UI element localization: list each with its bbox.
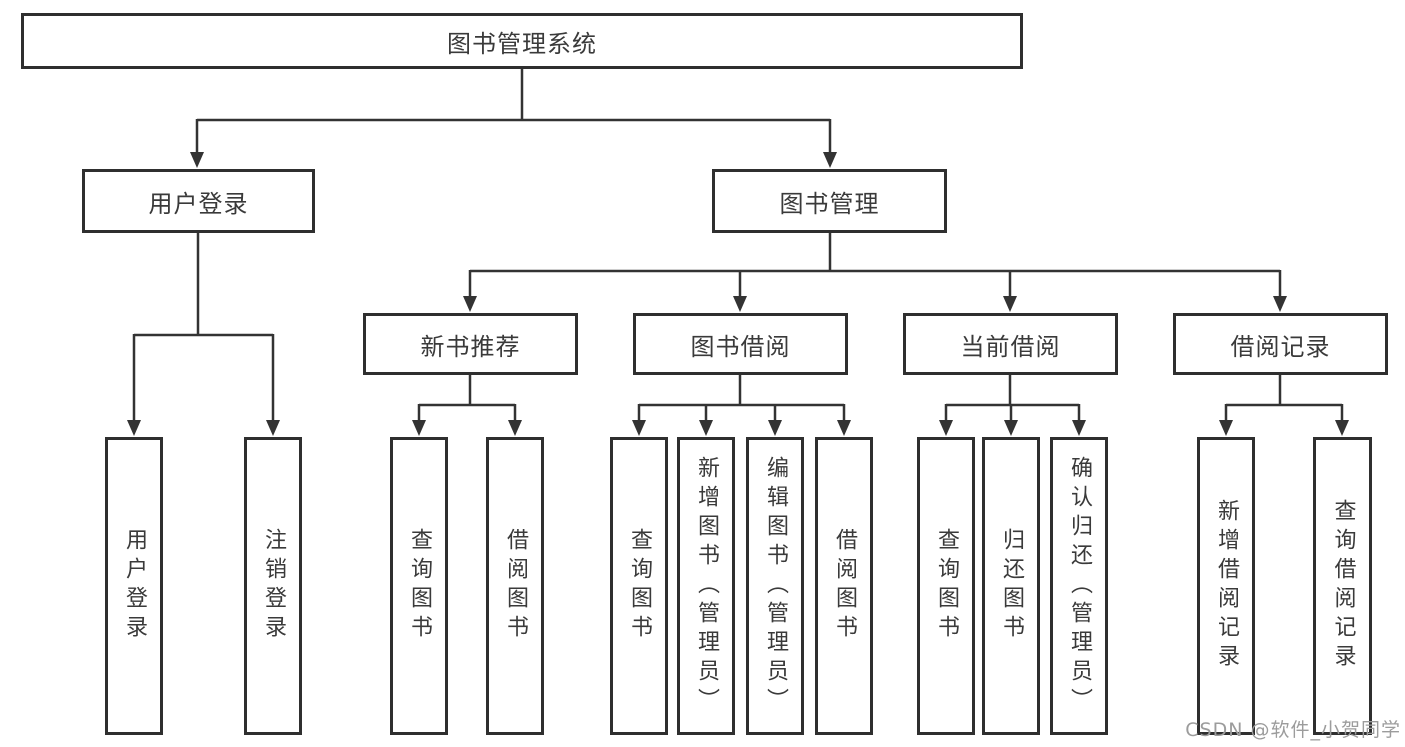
leaf-edit-books-admin: 编辑图书（管理员） [746,437,804,735]
arrowhead-icon [768,420,782,436]
arrowhead-icon [1003,296,1017,312]
arrowhead-icon [632,420,646,436]
arrowhead-icon [733,296,747,312]
leaf-logout: 注销登录 [244,437,302,735]
leaf-recommend-query-books: 查询图书 [390,437,448,735]
leaf-current-query-books-label: 查询图书 [934,528,959,644]
node-library-system: 图书管理系统 [21,13,1023,69]
leaf-confirm-return-admin: 确认归还（管理员） [1050,437,1108,735]
arrowhead-icon [127,420,141,436]
arrowhead-icon [508,420,522,436]
node-book-management: 图书管理 [712,169,947,233]
leaf-recommend-borrow-books-label: 借阅图书 [503,528,528,644]
csdn-watermark: CSDN @软件_小贺同学 [1185,719,1401,741]
leaf-borrow-books: 借阅图书 [815,437,873,735]
leaf-return-books: 归还图书 [982,437,1040,735]
leaf-borrow-books-label: 借阅图书 [832,528,857,644]
leaf-user-login: 用户登录 [105,437,163,735]
node-current-borrow-label: 当前借阅 [960,332,1061,361]
arrowhead-icon [1273,296,1287,312]
leaf-add-borrow-record: 新增借阅记录 [1197,437,1255,735]
connector-root [195,69,832,154]
arrowhead-icon [1072,420,1086,436]
connector-borrow-records [1224,375,1344,422]
connector-user-login [132,233,275,422]
arrowheads [127,152,1349,436]
arrowhead-icon [939,420,953,436]
node-user-login: 用户登录 [82,169,315,233]
leaf-edit-books-admin-label: 编辑图书（管理员） [763,455,788,717]
leaf-add-books-admin-label: 新增图书（管理员） [694,455,719,717]
node-book-management-label: 图书管理 [779,189,880,218]
connector-book-management [468,233,1282,298]
connector-new-book-recommend [417,375,517,422]
node-borrow-records-label: 借阅记录 [1230,332,1331,361]
leaf-user-login-label: 用户登录 [122,528,147,644]
arrowhead-icon [1219,420,1233,436]
leaf-add-books-admin: 新增图书（管理员） [677,437,735,735]
leaf-add-borrow-record-label: 新增借阅记录 [1214,499,1239,673]
leaf-query-borrow-record-label: 查询借阅记录 [1330,499,1356,673]
arrowhead-icon [837,420,851,436]
leaf-borrow-query-books-label: 查询图书 [627,528,652,644]
node-new-book-recommend-label: 新书推荐 [420,332,521,361]
node-borrow-records: 借阅记录 [1173,313,1388,375]
arrowhead-icon [699,420,713,436]
node-book-borrow-label: 图书借阅 [690,332,791,361]
node-new-book-recommend: 新书推荐 [363,313,578,375]
arrowhead-icon [1335,420,1349,436]
connector-book-borrow [637,375,846,422]
arrowhead-icon [190,152,204,168]
node-library-system-label: 图书管理系统 [447,29,597,58]
leaf-recommend-borrow-books: 借阅图书 [486,437,544,735]
node-book-borrow: 图书借阅 [633,313,848,375]
node-user-login-label: 用户登录 [148,189,249,218]
arrowhead-icon [1004,420,1018,436]
leaf-recommend-query-books-label: 查询图书 [407,528,432,644]
leaf-confirm-return-admin-label: 确认归还（管理员） [1067,455,1092,717]
arrowhead-icon [823,152,837,168]
leaf-return-books-label: 归还图书 [999,528,1024,644]
leaf-current-query-books: 查询图书 [917,437,975,735]
arrowhead-icon [463,296,477,312]
arrowhead-icon [266,420,280,436]
arrowhead-icon [412,420,426,436]
connector-current-borrow [944,375,1081,422]
node-current-borrow: 当前借阅 [903,313,1118,375]
leaf-logout-label: 注销登录 [261,528,286,644]
leaf-query-borrow-record: 查询借阅记录 [1313,437,1372,735]
leaf-borrow-query-books: 查询图书 [610,437,668,735]
